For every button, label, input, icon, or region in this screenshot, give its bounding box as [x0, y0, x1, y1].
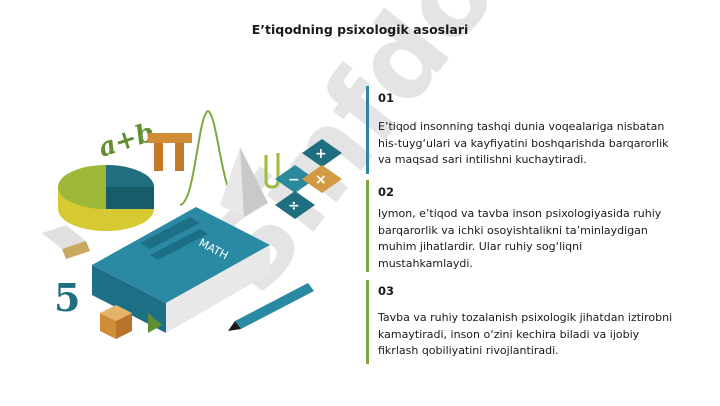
bell-curve-icon — [179, 109, 241, 206]
item-text: Tavba va ruhiy tozalanish psixologik jih… — [378, 311, 673, 358]
item-text: E’tiqod insonning tashqi dunia voqealari… — [378, 120, 669, 167]
eraser-icon — [42, 225, 90, 259]
calc-multiply: × — [315, 172, 327, 188]
calc-minus: − — [288, 172, 300, 188]
item-number: 03 — [378, 284, 395, 298]
cube-icon — [100, 305, 132, 339]
list-item: 01 E’tiqod insonning tashqi dunia voqeal… — [366, 86, 686, 174]
pi-label: π — [192, 124, 193, 126]
calc-plus: + — [315, 146, 327, 162]
pyramid-icon — [220, 147, 268, 217]
list-item: 02 Iymon, e’tiqod va tavba inson psixolo… — [366, 180, 686, 272]
item-number: 02 — [378, 185, 395, 199]
math-illustration: a+b π − + ÷ × — [42, 109, 342, 339]
math-book-icon: MATH — [92, 207, 270, 333]
item-text: Iymon, e’tiqod va tavba inson psixologiy… — [378, 207, 662, 270]
pi-symbol-icon: π — [148, 124, 193, 171]
list-item: 03 Tavba va ruhiy tozalanish psixologik … — [366, 280, 686, 364]
item-accent-bar — [366, 86, 369, 174]
item-accent-bar — [366, 280, 369, 364]
paperclip-icon — [264, 153, 280, 189]
item-accent-bar — [366, 180, 369, 272]
pie-chart-icon — [58, 165, 154, 231]
calc-divide: ÷ — [288, 198, 300, 214]
item-number: 01 — [378, 91, 395, 105]
cone-icon — [148, 313, 162, 333]
page-title: E’tiqodning psixologik asoslari — [251, 22, 469, 37]
number-five-label: 5 — [54, 275, 80, 320]
pencil-icon — [228, 283, 314, 331]
calculator-icon: − + ÷ × — [275, 139, 342, 219]
